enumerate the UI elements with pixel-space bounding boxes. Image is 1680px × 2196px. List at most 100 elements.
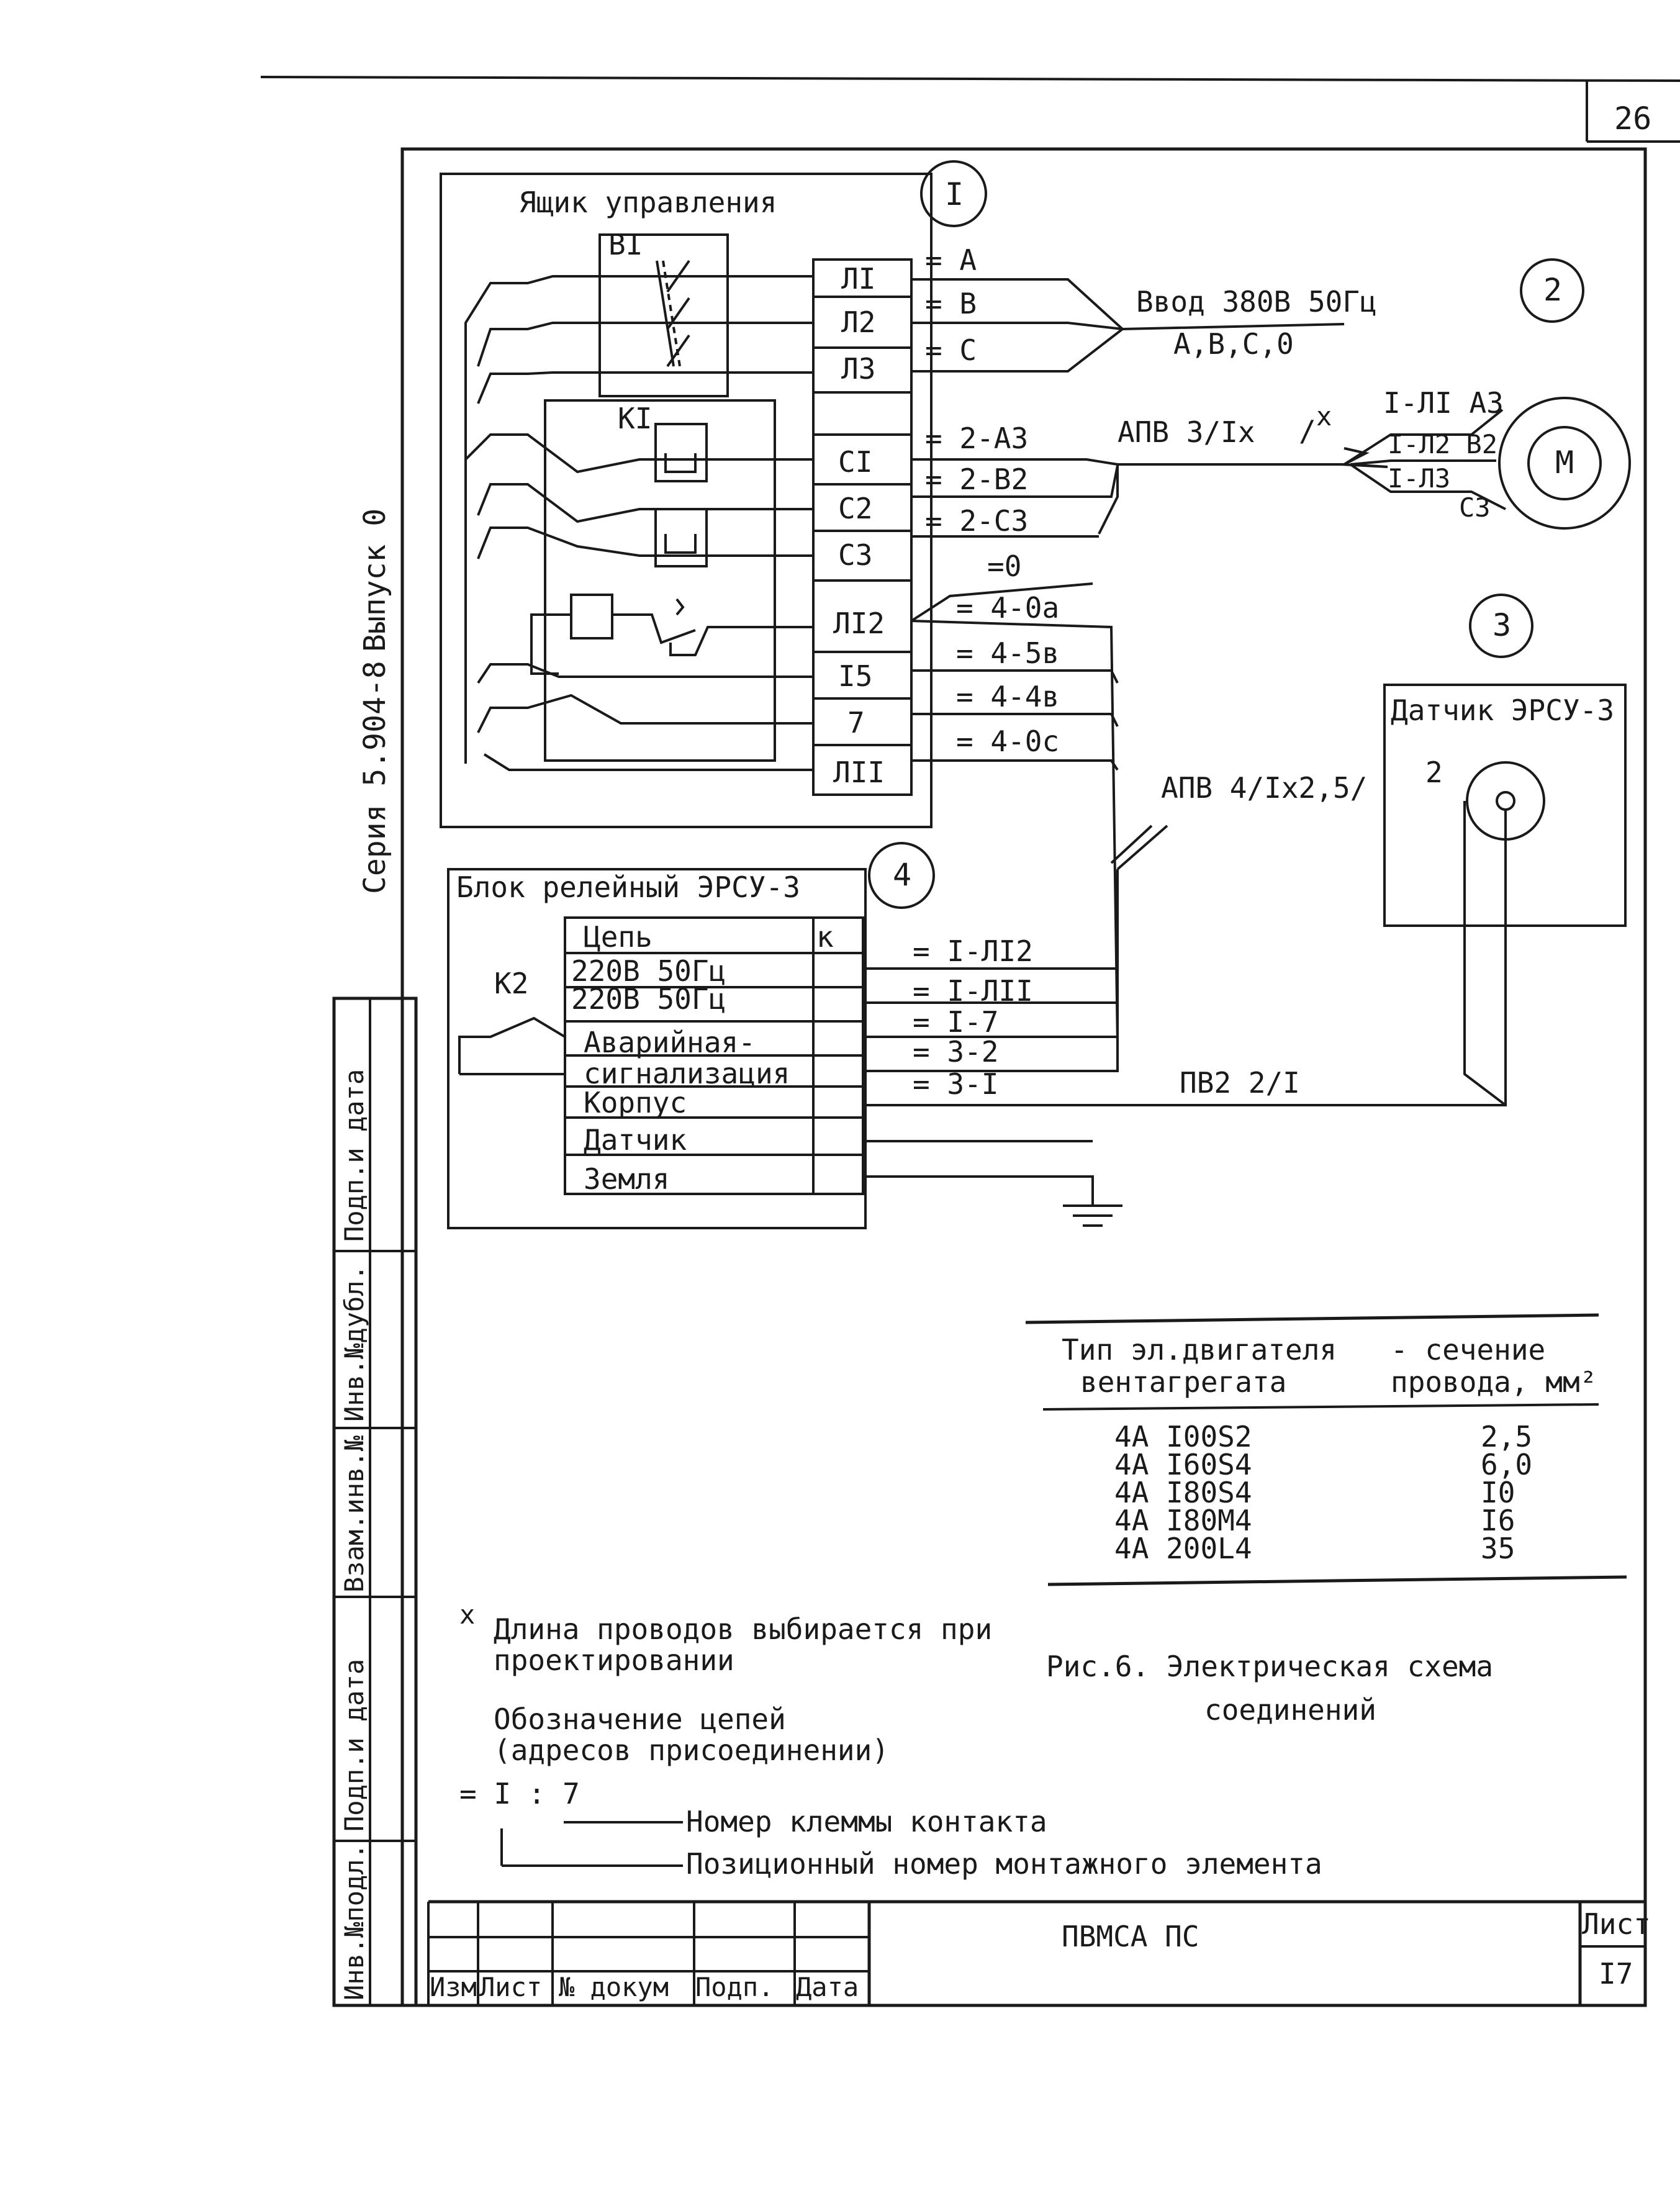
page-number: 26 <box>1614 101 1651 137</box>
input-cable-label: Ввод 380В 50Гц <box>1136 285 1377 319</box>
wire-c: = C <box>925 333 977 367</box>
sensor-cable-label: АПВ 4/Iх2,5/ <box>1161 771 1367 805</box>
terminal-9: I5 <box>838 659 872 693</box>
terminal-6: С2 <box>838 492 872 525</box>
legend-bracket <box>500 1821 683 1867</box>
node-2-circle <box>1520 258 1584 323</box>
motor-label: M <box>1555 445 1574 481</box>
note-length-1: Длина проводов выбирается при <box>494 1612 992 1646</box>
node-1-label: I <box>945 176 964 212</box>
terminal-3: Л3 <box>841 352 875 386</box>
table-type-4: 4А I80M4 <box>1114 1504 1252 1537</box>
motor-cable-label: АПВ 3/Iх <box>1118 415 1255 449</box>
wire-4-4v: = 4-4в <box>956 680 1059 713</box>
contactor-label: КI <box>618 402 652 435</box>
terminal-2: Л2 <box>841 305 875 339</box>
contactor-frame <box>544 399 776 762</box>
strip-label-2: Инв.№дубл. <box>339 1265 369 1422</box>
title-block <box>427 1900 1645 2005</box>
strip-label-4: Подп.и дата <box>339 1659 369 1832</box>
table-type-5: 4А 200L4 <box>1114 1532 1252 1565</box>
sensor-pin: 2 <box>1425 756 1443 789</box>
relay-table <box>564 916 864 1195</box>
wire-4-0a: = 4-0а <box>956 591 1059 625</box>
wire-0: =0 <box>987 549 1021 583</box>
node-1-circle <box>920 160 987 227</box>
terminal-8: ЛI2 <box>833 607 885 640</box>
relay-row-6: Датчик <box>584 1123 687 1157</box>
motor-inner <box>1527 426 1602 500</box>
relay-contact <box>458 1016 566 1074</box>
table-section-1: 2,5 <box>1481 1420 1532 1453</box>
doc-code: ПВМСА ПС <box>1062 1920 1199 1953</box>
relay-head-left: Цепь <box>584 920 653 954</box>
strip-label-5: Инв.№подл. <box>339 1843 369 2000</box>
table-type-1: 4А I00S2 <box>1114 1420 1252 1453</box>
relay-row-4: сигнализация <box>584 1057 790 1090</box>
relay-block-title: Блок релейный ЭРСУ-3 <box>456 870 800 904</box>
motor-cable-slash: / <box>1299 414 1316 448</box>
series-label: Серия 5.904-8 <box>358 661 392 894</box>
title-col-list: Лист <box>479 1972 542 2002</box>
sheet-number: I7 <box>1599 1957 1633 1990</box>
relay-wire-2: = I-ЛII <box>913 974 1033 1008</box>
wire-4-5v: = 4-5в <box>956 636 1059 670</box>
input-phases-label: А,В,С,0 <box>1173 327 1294 361</box>
title-col-date: Дата <box>796 1972 859 2002</box>
sensor-inner-circle <box>1496 791 1515 811</box>
wire-a: = A <box>925 243 977 277</box>
terminal-strip <box>812 258 913 796</box>
note-position-number: Позиционный номер монтажного элемента <box>686 1847 1322 1881</box>
table-section-5: 35 <box>1481 1532 1515 1565</box>
node-4-label: 4 <box>893 857 911 893</box>
sensor-title: Датчик ЭРСУ-3 <box>1391 694 1614 727</box>
relay-wire-3: = I-7 <box>913 1005 998 1039</box>
relay-wire-4: = 3-2 <box>913 1035 998 1069</box>
note-terminal-number: Номер клеммы контакта <box>686 1805 1047 1838</box>
node-4-circle <box>868 842 935 909</box>
sheet-label: Лист <box>1582 1907 1651 1941</box>
title-col-sign: Подп. <box>695 1972 774 2002</box>
table-head-left-2: вентагрегата <box>1080 1365 1286 1399</box>
top-rule <box>260 76 1680 82</box>
control-box-title: Ящик управления <box>519 186 777 219</box>
note-legend-2: (адресов присоединении) <box>494 1733 889 1767</box>
note-legend-1: Обозначение цепей <box>494 1702 786 1736</box>
relay-wire-1: = I-ЛI2 <box>913 934 1033 968</box>
relay-row-1: 220В 50Гц <box>571 954 726 988</box>
control-box-frame <box>440 173 933 828</box>
strip-label-1: Подп.и дата <box>339 1069 369 1242</box>
wire-2-a3: = 2-А3 <box>925 422 1028 455</box>
node-3-label: 3 <box>1493 607 1511 643</box>
relay-k2-label: К2 <box>494 967 528 1000</box>
note-example: = I : 7 <box>459 1777 580 1810</box>
table-head-right-1: - сечение <box>1391 1333 1545 1367</box>
motor-term-2: I-Л2 В2 <box>1388 429 1497 459</box>
motor-term-4: С3 <box>1459 492 1491 523</box>
relay-head-right: к <box>816 920 834 954</box>
title-col-doc: № докум <box>559 1972 669 2002</box>
control-wiring <box>464 275 813 771</box>
figure-caption-1: Рис.6. Электрическая схема <box>1046 1650 1493 1683</box>
note-length-2: проектировании <box>494 1643 734 1677</box>
terminal-7: С3 <box>838 538 872 572</box>
table-head-right-2: провода, мм² <box>1391 1365 1597 1399</box>
table-type-2: 4А I60S4 <box>1114 1448 1252 1481</box>
outgoing-wires <box>910 278 1388 1044</box>
relay-block-frame <box>447 868 867 1229</box>
table-section-4: I6 <box>1481 1504 1515 1537</box>
title-col-izm: Изм <box>430 1972 477 2002</box>
relay-row-5: Корпус <box>584 1086 687 1119</box>
left-strip <box>332 996 418 2007</box>
terminal-5: СI <box>838 445 872 479</box>
sensor-cable2-label: ПВ2 2/I <box>1180 1066 1300 1100</box>
node-2-label: 2 <box>1543 272 1562 308</box>
strip-label-3: Взам.инв.№ <box>339 1435 369 1593</box>
table-head-left-1: Тип эл.двигателя <box>1062 1333 1337 1367</box>
motor-term-1: I-ЛI А3 <box>1383 386 1504 420</box>
figure-caption-2: соединений <box>1204 1693 1376 1727</box>
relay-row-3: Аварийная- <box>584 1026 756 1059</box>
breaker-label: ВI <box>608 228 643 261</box>
terminal-10: 7 <box>847 706 865 739</box>
terminal-11: ЛII <box>833 756 885 789</box>
